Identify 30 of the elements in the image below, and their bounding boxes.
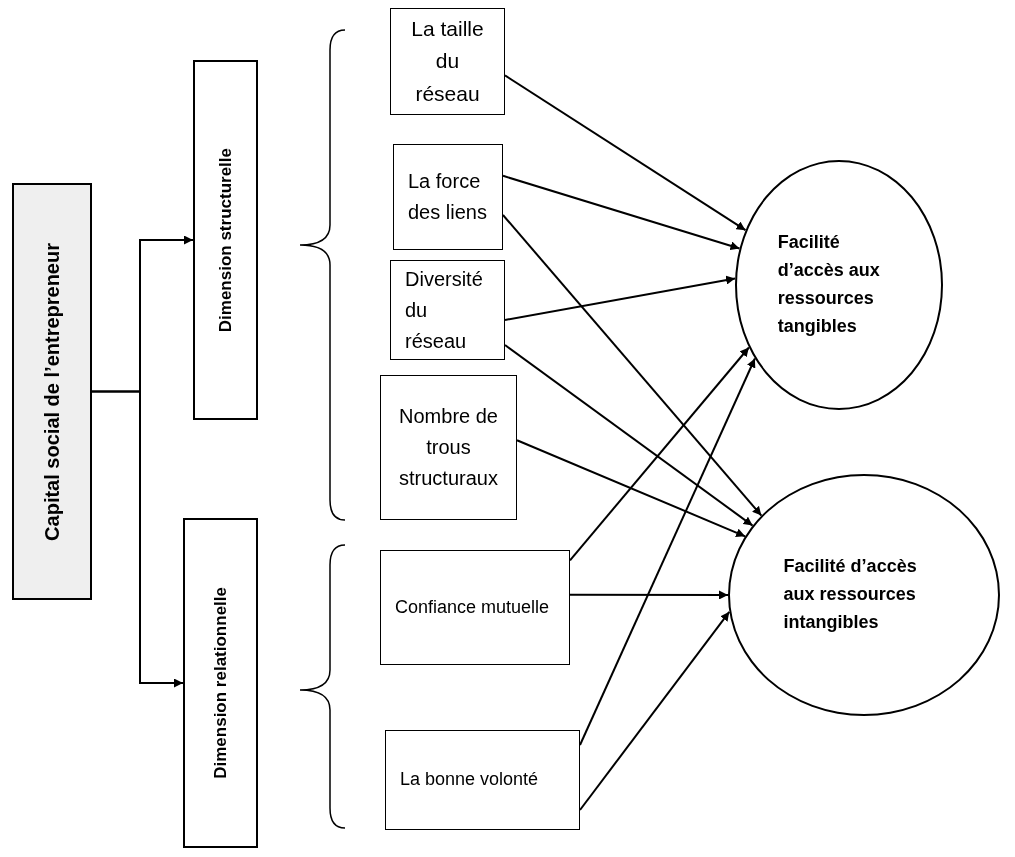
node-label: Confiance mutuelle: [394, 595, 551, 619]
indicator-box: [385, 730, 580, 830]
arrow: [91, 390, 184, 688]
arrow: [569, 590, 729, 600]
node-label: Dimension relationnelle: [210, 587, 231, 779]
arrow: [504, 74, 747, 232]
node-label: La taille du réseau: [410, 15, 485, 107]
node-label: Nombre de trous structuraux: [398, 404, 499, 491]
arrow: [504, 275, 737, 321]
indicator-box: [390, 260, 505, 360]
node-label: La bonne volonté: [399, 768, 540, 792]
node-label: Facilité d’accès aux ressources intangibles: [783, 555, 918, 634]
indicator-box: [393, 144, 503, 250]
arrow: [569, 346, 750, 562]
node-label: La force des liens: [407, 169, 488, 225]
arrow: [502, 174, 741, 251]
node-label: Diversité du réseau: [404, 266, 484, 354]
indicator-box: [390, 8, 505, 115]
node-label: Dimension structurelle: [215, 147, 236, 333]
arrow: [504, 344, 754, 527]
arrow: [579, 357, 756, 746]
arrow: [502, 214, 763, 517]
title-box: [12, 183, 92, 600]
indicator-box: [380, 375, 517, 520]
node-label: Capital social de l’entrepreneur: [40, 242, 64, 541]
node-label: Facilité d’accès aux ressources tangibles: [777, 231, 881, 338]
dimension-box: [193, 60, 258, 420]
dimension-box: [183, 518, 258, 848]
indicator-box: [380, 550, 570, 665]
arrow: [579, 610, 731, 811]
